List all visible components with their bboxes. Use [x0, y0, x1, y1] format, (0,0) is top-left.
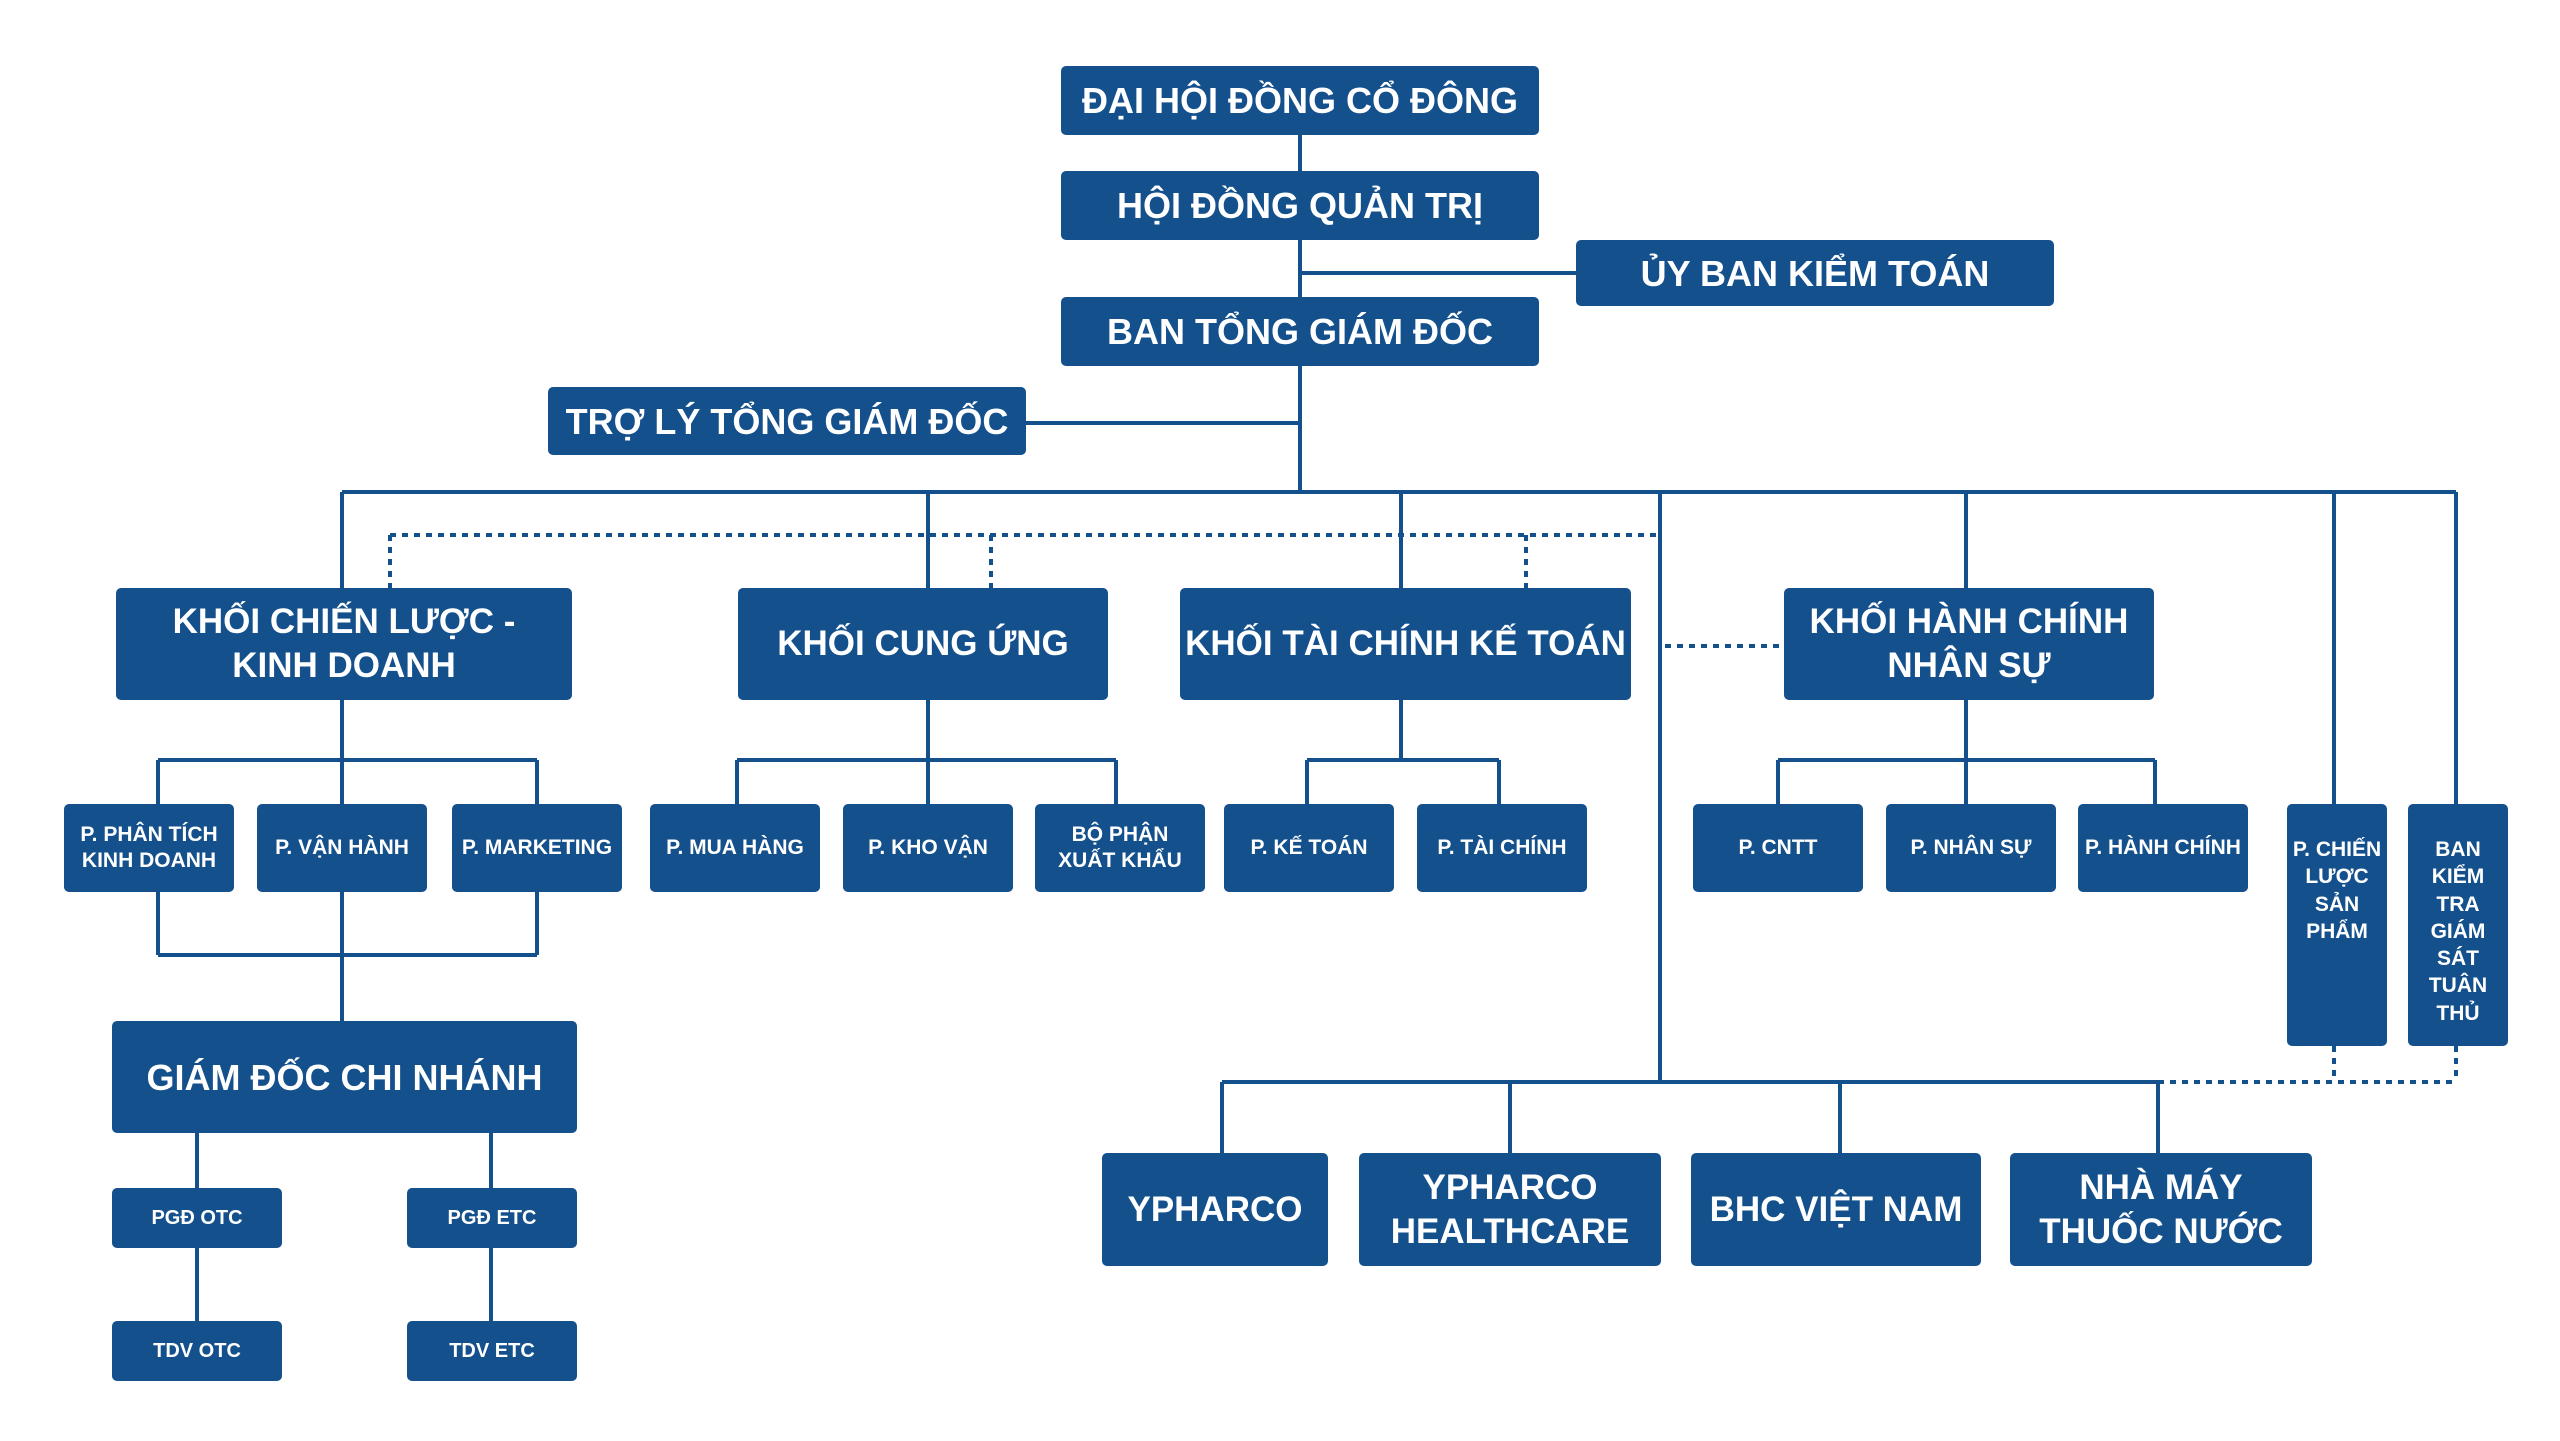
node-nha-may-thuoc-nuoc: NHÀ MÁY THUỐC NƯỚC [2010, 1153, 2312, 1266]
node-p-nhan-su: P. NHÂN SỰ [1886, 804, 2056, 892]
node-uy-ban-kiem-toan: ỦY BAN KIỂM TOÁN [1576, 240, 2054, 306]
node-hoi-dong-quan-tri: HỘI ĐỒNG QUẢN TRỊ [1061, 171, 1539, 240]
node-p-chien-luoc-san-pham: P. CHIẾN LƯỢC SẢN PHẨM [2287, 804, 2387, 1046]
node-p-van-hanh: P. VẬN HÀNH [257, 804, 427, 892]
node-tdv-otc: TDV OTC [112, 1321, 282, 1381]
node-p-phan-tich-kinh-doanh: P. PHÂN TÍCH KINH DOANH [64, 804, 234, 892]
node-bo-phan-xuat-khau: BỘ PHẬN XUẤT KHẨU [1035, 804, 1205, 892]
node-p-cntt: P. CNTT [1693, 804, 1863, 892]
node-dai-hoi-dong-co-dong: ĐẠI HỘI ĐỒNG CỔ ĐÔNG [1061, 66, 1539, 135]
node-khoi-tai-chinh-ke-toan: KHỐI TÀI CHÍNH KẾ TOÁN [1180, 588, 1631, 700]
node-khoi-hanh-chinh-nhan-su: KHỐI HÀNH CHÍNH NHÂN SỰ [1784, 588, 2154, 700]
node-tro-ly-tong-giam-doc: TRỢ LÝ TỔNG GIÁM ĐỐC [548, 387, 1026, 455]
node-bhc-viet-nam: BHC VIỆT NAM [1691, 1153, 1981, 1266]
node-ban-kiem-tra-giam-sat-tuan-thu: BAN KIỂM TRA GIÁM SÁT TUÂN THỦ [2408, 804, 2508, 1046]
node-p-tai-chinh: P. TÀI CHÍNH [1417, 804, 1587, 892]
node-khoi-cung-ung: KHỐI CUNG ỨNG [738, 588, 1108, 700]
node-pgd-etc: PGĐ ETC [407, 1188, 577, 1248]
node-p-mua-hang: P. MUA HÀNG [650, 804, 820, 892]
node-p-marketing: P. MARKETING [452, 804, 622, 892]
node-p-hanh-chinh: P. HÀNH CHÍNH [2078, 804, 2248, 892]
node-giam-doc-chi-nhanh: GIÁM ĐỐC CHI NHÁNH [112, 1021, 577, 1133]
node-p-kho-van: P. KHO VẬN [843, 804, 1013, 892]
node-khoi-chien-luoc-kinh-doanh: KHỐI CHIẾN LƯỢC - KINH DOANH [116, 588, 572, 700]
node-ypharco: YPHARCO [1102, 1153, 1328, 1266]
node-p-ke-toan: P. KẾ TOÁN [1224, 804, 1394, 892]
node-ban-tong-giam-doc: BAN TỔNG GIÁM ĐỐC [1061, 297, 1539, 366]
node-pgd-otc: PGĐ OTC [112, 1188, 282, 1248]
node-tdv-etc: TDV ETC [407, 1321, 577, 1381]
node-ypharco-healthcare: YPHARCO HEALTHCARE [1359, 1153, 1661, 1266]
